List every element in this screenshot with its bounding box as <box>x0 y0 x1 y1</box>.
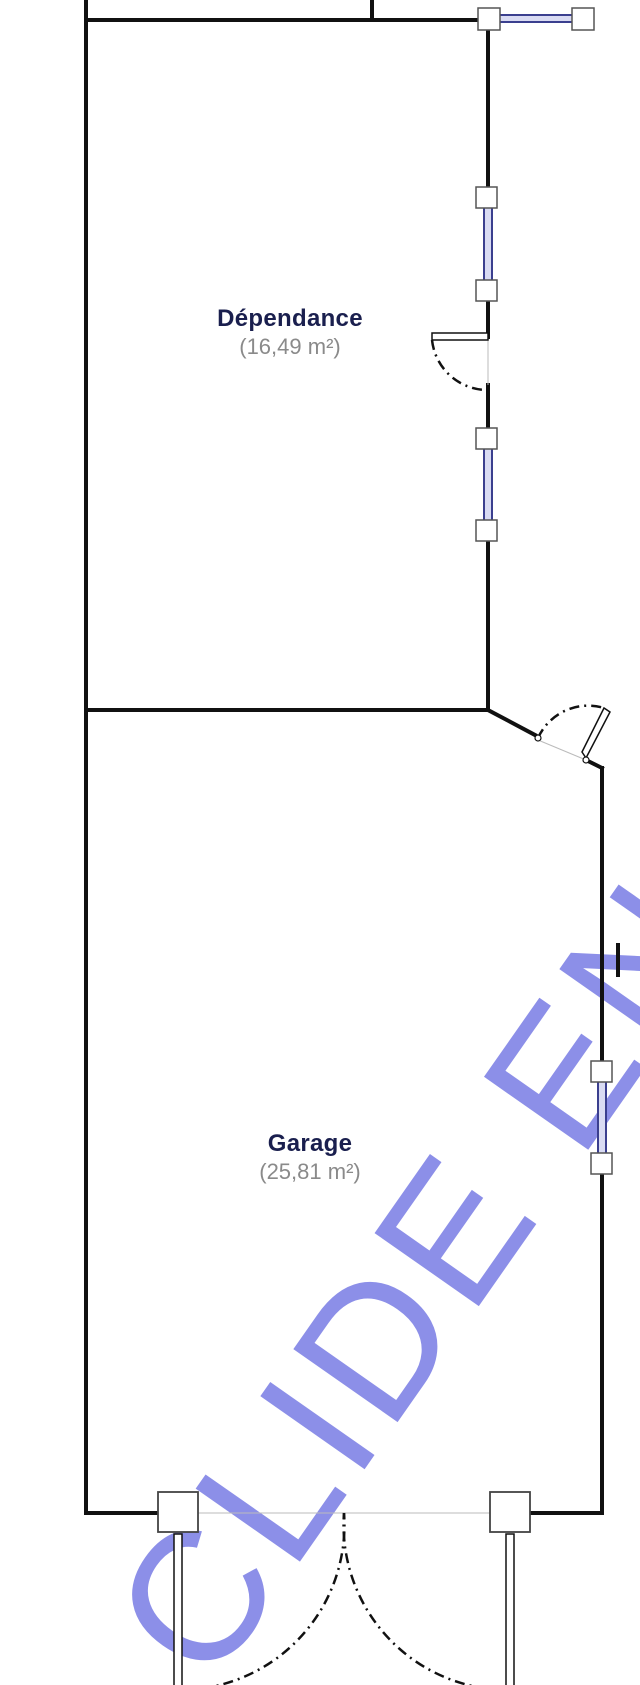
door-dependance <box>430 332 489 392</box>
window-garage-right <box>590 1060 613 1175</box>
door-garage-main <box>157 1491 531 1685</box>
window-dependance-lower <box>475 427 498 542</box>
window-node <box>477 7 501 31</box>
door-leaf <box>431 332 489 341</box>
door-swing-arc-left <box>213 1512 346 1685</box>
window-node <box>571 7 595 31</box>
room-label-garage: Garage (25,81 m²) <box>190 1130 430 1185</box>
watermark-text: CLIDE EN <box>74 843 640 1685</box>
door-leaf-right <box>505 1533 515 1685</box>
door-node-right <box>489 1491 531 1533</box>
window-node <box>590 1152 613 1175</box>
door-leaf <box>581 706 611 760</box>
window-dependance-upper <box>475 186 498 302</box>
door-swing-arc <box>536 704 605 739</box>
window-node <box>475 427 498 450</box>
watermark: CLIDE EN <box>74 843 640 1685</box>
window-node <box>590 1060 613 1083</box>
room-label-dependance: Dépendance (16,49 m²) <box>170 305 410 360</box>
door-leaf-left <box>173 1533 183 1685</box>
door-node-left <box>157 1491 199 1533</box>
side-door-threshold <box>537 739 587 761</box>
room-name: Dépendance <box>217 305 363 332</box>
room-area: (25,81 m²) <box>259 1159 361 1184</box>
window-top <box>477 7 595 31</box>
door-swing-arc <box>430 339 489 392</box>
room-area: (16,49 m²) <box>239 334 341 359</box>
room-name: Garage <box>267 1130 353 1157</box>
door-garage-side <box>534 704 611 764</box>
window-node <box>475 519 498 542</box>
window-node <box>475 279 498 302</box>
door-swing-arc-right <box>342 1512 475 1685</box>
wall-garage-diagonal <box>485 707 538 738</box>
window-node <box>475 186 498 209</box>
